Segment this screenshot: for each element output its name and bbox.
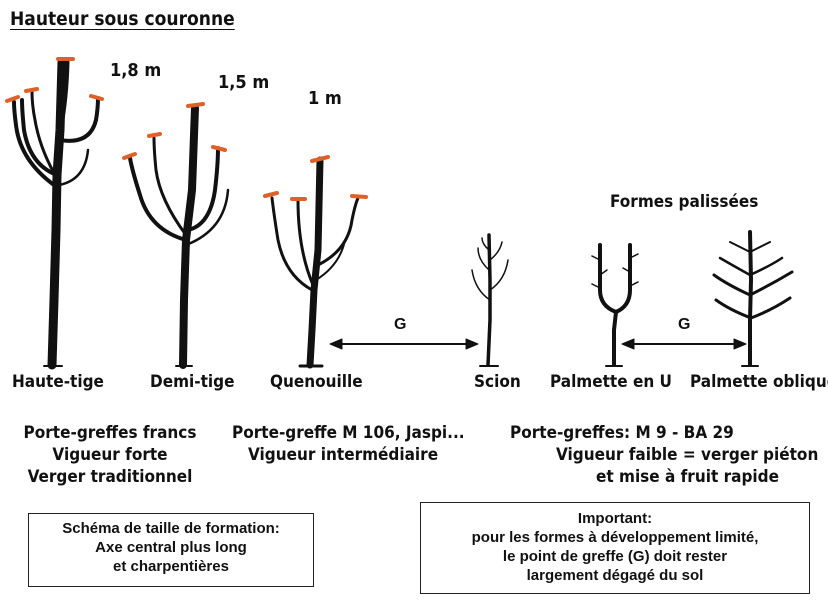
tree-label-haute-tige: Haute-tige [12, 372, 104, 392]
height-label-1-8m: 1,8 m [110, 60, 162, 81]
tree-label-demi-tige: Demi-tige [150, 372, 235, 392]
demi-tige-tree [128, 104, 230, 369]
tree-label-quenouille: Quenouille [270, 372, 363, 392]
height-label-1-5m: 1,5 m [218, 72, 270, 93]
height-label-1m: 1 m [308, 88, 342, 109]
info-line: et mise à fruit rapide [596, 467, 779, 487]
haute-tige-tree [12, 57, 100, 370]
tree-label-scion: Scion [474, 372, 521, 392]
formation-note-box: Schéma de taille de formation: Axe centr… [28, 513, 314, 587]
box-line: largement dégagé du sol [526, 567, 704, 584]
scion-tree [471, 233, 509, 367]
quenouille-tree [270, 156, 360, 369]
box-line: Schéma de taille de formation: [62, 520, 280, 537]
graft-arrow-left [329, 338, 479, 350]
tree-label-palmette-oblique: Palmette oblique [690, 372, 828, 392]
page-title: Hauteur sous couronne [10, 8, 235, 30]
box-line: le point de greffe (G) doit rester [502, 548, 728, 565]
graft-arrow-right [621, 338, 747, 350]
graft-label-right: G [678, 316, 691, 333]
info-line: Porte-greffes francs [23, 423, 197, 443]
important-note-box: Important: pour les formes à développeme… [420, 502, 810, 594]
cut-marks [5, 57, 368, 201]
info-line: Vigueur forte [52, 445, 168, 465]
info-line: Porte-greffes: M 9 - BA 29 [510, 423, 734, 443]
box-line: pour les formes à développement limité, [471, 529, 759, 546]
info-column-1: Porte-greffes francs Vigueur forte Verge… [10, 422, 210, 488]
info-line: Vigueur faible = verger piéton [556, 445, 819, 465]
info-line: Vigueur intermédiaire [248, 445, 439, 465]
info-column-3: Porte-greffes: M 9 - BA 29 Vigueur faibl… [510, 422, 818, 488]
box-line: et charpentières [113, 558, 229, 575]
graft-label-left: G [394, 316, 407, 333]
formes-palissees-label: Formes palissées [610, 192, 759, 212]
box-line: Axe central plus long [95, 539, 247, 556]
info-line: Porte-greffe M 106, Jaspi... [232, 423, 465, 443]
box-line: Important: [577, 510, 653, 527]
palmette-oblique-tree [712, 230, 794, 367]
info-column-2: Porte-greffe M 106, Jaspi... Vigueur int… [232, 422, 465, 466]
info-line: Verger traditionnel [27, 467, 193, 487]
tree-label-palmette-u: Palmette en U [550, 372, 672, 392]
palmette-u-tree [591, 243, 639, 367]
